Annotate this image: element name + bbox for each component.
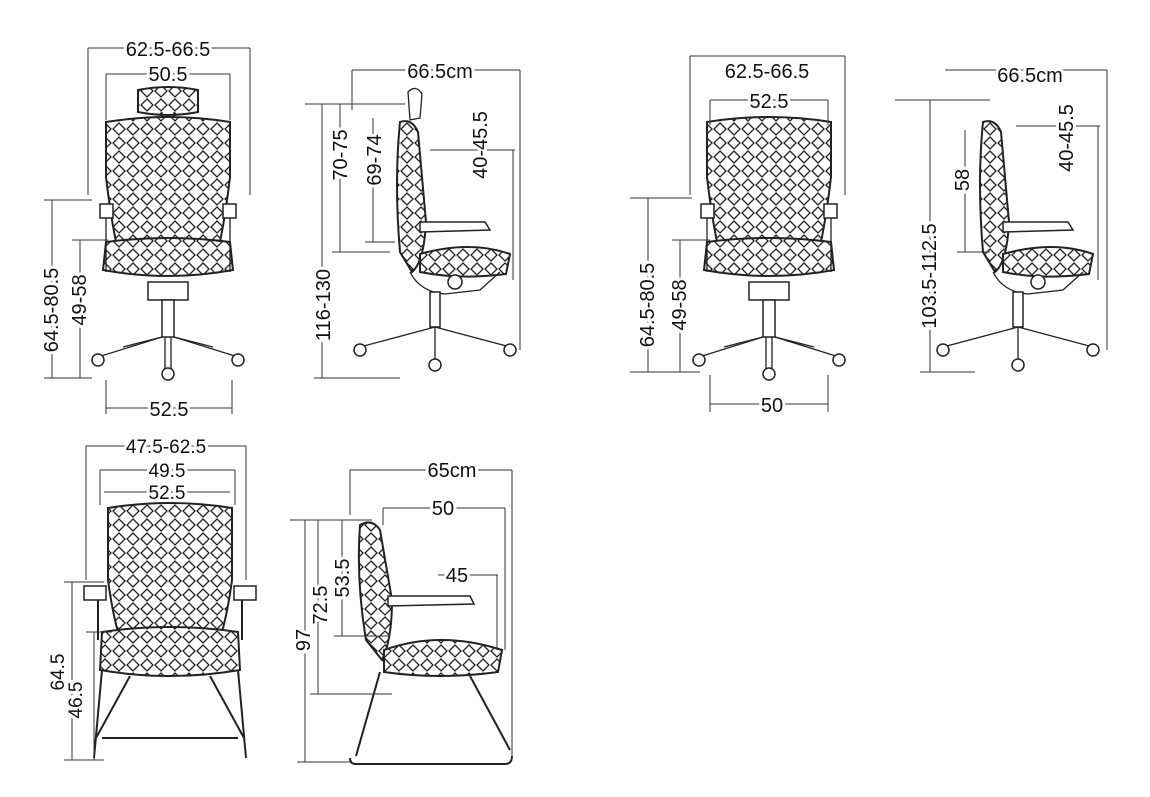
chair-drawing [353, 87, 517, 372]
chair-6-side-view: 65cm 50 45 53.5 72.5 97 [290, 457, 513, 765]
back-width-label: 52.5 [149, 483, 186, 504]
armrest-height-label: 40-45.5 [1056, 104, 1078, 172]
total-height-label: 97 [293, 629, 315, 651]
base-width-label: 52.5 [150, 399, 189, 421]
chair-drawing [349, 521, 513, 765]
total-height-label: 103.5-112.5 [919, 223, 941, 328]
armrest-height-label: 40-45.5 [470, 111, 492, 179]
total-height-label: 116-130 [313, 269, 335, 341]
dimension-lines [305, 69, 521, 379]
back-width-label: 50.5 [149, 64, 188, 86]
depth-label: 66.5cm [407, 61, 473, 83]
total-height-label: 64.5 [48, 654, 69, 691]
armrest-height-label: 45 [446, 565, 468, 587]
back-height-label: 58 [952, 169, 974, 191]
dimension-lines [64, 445, 247, 761]
seat-height-label: 49-58 [69, 274, 91, 325]
dimension-lines [290, 469, 513, 763]
back-height-2-label: 69-74 [364, 134, 386, 185]
overall-width-label: 62.5-66.5 [126, 39, 211, 61]
base-width-label: 50 [761, 395, 783, 417]
chair-2-side-view: 66.5cm 70-75 69-74 40-45.5 116-130 [305, 58, 521, 379]
chair-5-front-view: 47.5-62.5 49.5 52.5 64.5 46.5 [45, 434, 257, 761]
chair-drawing [83, 502, 257, 759]
depth-label: 66.5cm [997, 65, 1063, 87]
back-height-label: 70-75 [330, 129, 352, 180]
overall-width-label: 62.5-66.5 [725, 61, 810, 83]
chair-1-front-view: 62.5-66.5 50.5 64.5-80.5 49-58 52.5 [38, 36, 251, 424]
chair-4-side-view: 66.5cm 58 40-45.5 103.5-112.5 [895, 62, 1108, 373]
width-2-label: 49.5 [149, 461, 186, 482]
dimension-lines [895, 69, 1108, 373]
back-height-label: 53.5 [332, 559, 354, 598]
back-height-2-label: 72.5 [310, 586, 332, 625]
overall-width-label: 47.5-62.5 [126, 437, 206, 458]
chair-drawing [692, 116, 846, 381]
depth-label: 65cm [428, 460, 477, 482]
dimension-lines [630, 55, 846, 412]
total-height-label: 64.5-80.5 [41, 268, 63, 353]
total-height-label: 64.5-80.5 [637, 263, 659, 348]
seat-height-label: 46.5 [66, 682, 87, 719]
dimension-lines [44, 47, 251, 414]
chair-drawing [91, 86, 245, 381]
seat-height-label: 49-58 [669, 279, 691, 330]
back-width-label: 52.5 [750, 91, 789, 113]
depth-2-label: 50 [432, 498, 454, 520]
chair-3-front-view: 62.5-66.5 52.5 64.5-80.5 49-58 50 [630, 55, 846, 420]
